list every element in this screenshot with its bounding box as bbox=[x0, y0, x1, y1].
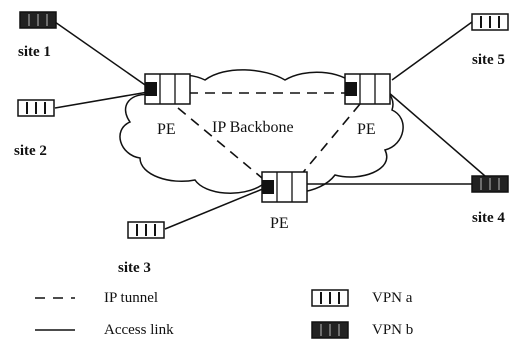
pe-bottom-label: PE bbox=[270, 215, 289, 232]
legend-vpn-a-icon bbox=[311, 289, 349, 307]
site1-label: site 1 bbox=[18, 44, 51, 60]
site5-label: site 5 bbox=[472, 52, 505, 68]
site2-label: site 2 bbox=[14, 143, 47, 159]
legend-vpn-a-label: VPN a bbox=[372, 290, 413, 306]
site5-device-vpn-a-icon bbox=[471, 13, 509, 31]
access-link-site1 bbox=[54, 21, 149, 88]
legend-access-label: Access link bbox=[104, 322, 174, 338]
access-link-site3 bbox=[164, 187, 266, 230]
ip-backbone-label: IP Backbone bbox=[212, 119, 294, 136]
access-link-site2 bbox=[54, 91, 149, 109]
legend-tunnel-label: IP tunnel bbox=[104, 290, 159, 306]
access-link-site4-pe2 bbox=[387, 91, 486, 177]
site4-device-vpn-b-icon bbox=[471, 175, 509, 193]
site1-device-vpn-b-icon bbox=[19, 11, 57, 29]
pe-router-right bbox=[344, 73, 391, 105]
site2-device-vpn-a-icon bbox=[17, 99, 55, 117]
ip-tunnel-left bbox=[177, 107, 263, 179]
access-link-site5 bbox=[391, 21, 473, 81]
site3-device-vpn-a-icon bbox=[127, 221, 165, 239]
pe-right-label: PE bbox=[357, 121, 376, 138]
pe-left-label: PE bbox=[157, 121, 176, 138]
site3-label: site 3 bbox=[118, 260, 151, 276]
legend-vpn-b-icon bbox=[311, 321, 349, 339]
legend-vpn-b-label: VPN b bbox=[372, 322, 414, 338]
pe-router-bottom bbox=[261, 171, 308, 203]
site4-label: site 4 bbox=[472, 210, 505, 226]
pe-router-left bbox=[144, 73, 191, 105]
ip-backbone-cloud bbox=[119, 69, 404, 194]
